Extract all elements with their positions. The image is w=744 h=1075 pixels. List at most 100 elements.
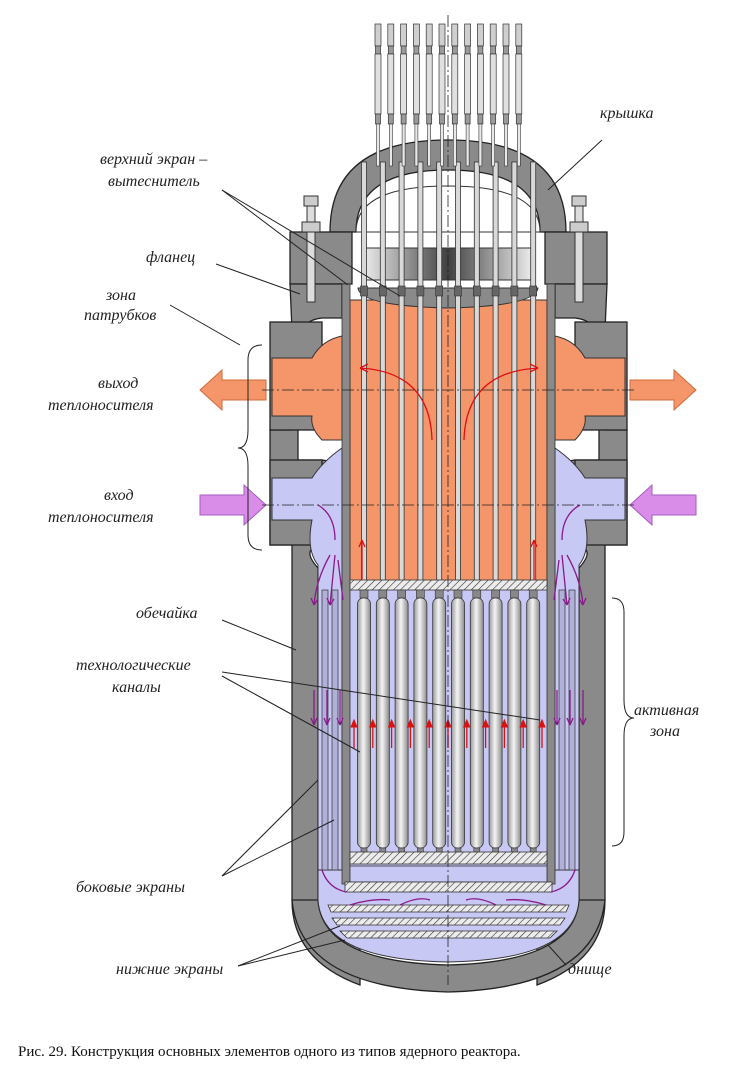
fuel-channel [469, 597, 484, 849]
up-arrow-head [538, 718, 546, 728]
rod-head-collar [387, 113, 394, 125]
channel-top-cap [491, 589, 500, 599]
rod-head-collar [490, 45, 497, 55]
label-lid: крышка [600, 105, 653, 122]
label-nozzle-zone-1: зона [105, 287, 136, 304]
rod-head-top [502, 23, 510, 47]
label-outlet-2: теплоносителя [48, 397, 154, 414]
rod-head-collar [426, 113, 433, 125]
rod-head-collar [464, 45, 471, 55]
core-barrel-left [341, 283, 351, 885]
rod-head-stem [440, 123, 444, 167]
hot-coolant-right-nozzle [554, 335, 626, 441]
rod-head-stem [388, 123, 393, 167]
label-upper-screen-2: вытеснитель [108, 173, 200, 190]
lower-plenum-box [349, 865, 548, 883]
rod-sleeve [435, 285, 444, 297]
rod-sleeve [472, 285, 481, 297]
label-flange: фланец [146, 249, 195, 266]
rod-head-top [425, 23, 433, 47]
flow-curves-upper [358, 363, 539, 580]
up-arrow-head [387, 718, 396, 728]
rod-head-stem [376, 123, 380, 167]
rod-sleeve [454, 285, 462, 297]
fuel-channel [357, 597, 371, 849]
rod-head-collar [375, 113, 381, 125]
rod-head-stem [427, 123, 432, 167]
bottom-screens [327, 904, 570, 939]
rod-heads [374, 23, 523, 167]
rod-head-collar [503, 113, 509, 125]
bottom-head [291, 899, 606, 993]
label-side-screens: боковые экраны [76, 879, 185, 896]
up-arrow-head [369, 718, 377, 728]
side-screens-right [558, 589, 576, 871]
rod-head-top [451, 23, 459, 47]
channel-top-cap [434, 589, 444, 599]
hot-coolant-left-nozzle [271, 335, 343, 441]
rod-sleeve [510, 285, 519, 297]
rod-head-collar [503, 45, 509, 55]
label-channels-1: технологические [76, 657, 191, 674]
rod-head-body [502, 53, 510, 115]
rod-head-stem [414, 123, 419, 167]
rod-head-collar [413, 45, 420, 55]
up-arrow-head [425, 718, 433, 728]
inlet-arrow-right [629, 483, 697, 527]
hot-coolant-core-upper [349, 299, 548, 586]
rod-sleeve [529, 285, 538, 297]
channel-top-cap [510, 589, 519, 599]
channel-rod [492, 161, 499, 583]
up-arrow-head [500, 718, 509, 728]
label-outlet-1: выход [98, 375, 138, 392]
label-active-zone-1: активная [634, 702, 699, 719]
rod-head-top [438, 23, 446, 47]
rod-head-collar [464, 113, 471, 125]
channel-rod [361, 161, 367, 583]
rod-head-stem [401, 123, 406, 167]
rod-head-collar [477, 45, 484, 55]
inlet-arrow-left [199, 483, 267, 527]
up-arrow-head [519, 718, 527, 728]
up-arrow-head [463, 718, 471, 728]
fuel-channel [451, 597, 465, 849]
rod-head-top [515, 23, 523, 47]
rod-head-stem [504, 123, 508, 167]
rod-head-body [425, 53, 433, 115]
rod-head-collar [515, 45, 522, 55]
channel-rod [436, 161, 443, 583]
flange-block-left [289, 231, 353, 285]
outlet-arrow-right [629, 368, 697, 412]
channel-top-cap [528, 589, 538, 599]
fuel-channel [413, 597, 428, 849]
leader-lines [169, 139, 603, 967]
rod-head-top [374, 23, 382, 47]
label-active-zone-2: зона [649, 723, 680, 740]
channel-rod [398, 161, 405, 583]
brace-active-zone [611, 597, 635, 847]
fuel-channel [488, 597, 503, 849]
rod-head-top [464, 23, 471, 47]
upper-grid [349, 579, 548, 591]
rod-head-collar [387, 45, 394, 55]
rod-head-body [451, 53, 459, 115]
fuel-channel [394, 597, 409, 849]
channel-top-cap [472, 589, 482, 599]
rod-head-collar [439, 45, 445, 55]
label-bottom: днище [568, 961, 612, 978]
channel-rod [473, 161, 480, 583]
rod-head-collar [426, 45, 433, 55]
rod-head-stem [452, 123, 457, 167]
rod-head-top [400, 23, 407, 47]
rod-head-collar [451, 45, 458, 55]
up-arrow-head [481, 718, 490, 728]
fuel-channel [507, 597, 522, 849]
channel-top-cap [359, 589, 369, 599]
label-upper-screen-1: верхний экран – [100, 151, 208, 168]
rod-head-body [387, 53, 395, 115]
channel-top-cap [453, 589, 463, 599]
rod-head-collar [477, 113, 484, 125]
label-shell: обечайка [136, 605, 197, 622]
rod-head-body [374, 53, 382, 115]
